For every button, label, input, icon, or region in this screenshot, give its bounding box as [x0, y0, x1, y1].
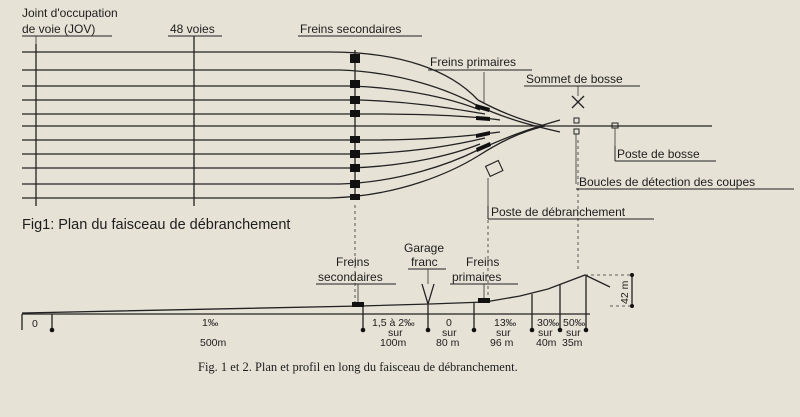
boucles-label: Boucles de détection des coupes — [579, 175, 755, 189]
garage-label-1: Garage — [404, 241, 444, 255]
profile-freins-sec-1: Freins — [336, 255, 369, 269]
secondary-brake — [350, 54, 360, 63]
profile-freins-prim-2: primaires — [452, 270, 501, 284]
segment-grade: 13‰ — [494, 317, 517, 329]
poste-bosse-label: Poste de bosse — [617, 147, 700, 161]
segment-dot — [425, 327, 431, 333]
debranchement-post-icon — [484, 159, 504, 178]
secondary-brake — [350, 136, 360, 143]
track-4 — [22, 99, 486, 115]
segment-grade: 1‰ — [202, 317, 219, 329]
freins-primaires-label: Freins primaires — [430, 55, 516, 69]
track-3 — [22, 85, 481, 111]
garage-label-2: franc — [411, 255, 438, 269]
track-8 — [22, 137, 486, 155]
segment-sur: sur — [442, 327, 457, 339]
track-9 — [22, 143, 481, 169]
figure-caption: Fig. 1 et 2. Plan et profil en long du f… — [198, 360, 518, 374]
segment-dot — [529, 327, 535, 333]
segment-sur: sur — [538, 327, 553, 339]
segment-dot — [583, 327, 589, 333]
plan-title: Fig1: Plan du faisceau de débranchement — [22, 217, 290, 233]
primary-brake — [475, 104, 490, 112]
height-label: 42 m — [619, 280, 631, 304]
segment-length: 500m — [200, 337, 227, 349]
track-2 — [22, 69, 479, 107]
track-plan — [22, 36, 712, 302]
track-1 — [22, 51, 479, 101]
height-tick — [630, 304, 634, 308]
primary-brake — [476, 142, 491, 152]
secondary-brake — [350, 150, 360, 158]
converge-upper — [477, 99, 546, 127]
garage-arrow-icon — [421, 283, 435, 307]
segment-grade: 1,5 à 2‰ — [372, 317, 415, 329]
segment-length: 40m — [536, 337, 557, 349]
track-5 — [22, 113, 501, 121]
segment-length: 96 m — [490, 337, 514, 349]
track-10 — [22, 149, 479, 185]
track-7 — [22, 131, 501, 141]
segment-grade: 30‰ — [537, 317, 560, 329]
segment-length: 80 m — [436, 337, 460, 349]
segment-grade: 50‰ — [563, 317, 586, 329]
jov-label-1: Joint d'occupation — [22, 6, 118, 20]
segment-dot — [360, 327, 366, 333]
profile-primary-brake — [478, 298, 490, 303]
segment-dot — [557, 327, 563, 333]
segment-length: 35m — [562, 337, 583, 349]
converge-lower — [477, 125, 546, 157]
segment-sur: sur — [566, 327, 581, 339]
profile: 0 1‰ 500m 1,5 à 2‰ sur 100m 0 sur 80 m 1… — [21, 241, 634, 349]
voies-label: 48 voies — [170, 22, 215, 36]
primary-brake — [476, 116, 490, 121]
segment-sur: sur — [388, 327, 403, 339]
summit-cross-icon — [571, 95, 585, 109]
secondary-brake — [350, 194, 360, 200]
profile-secondary-brake — [352, 302, 364, 307]
segment-dot — [471, 327, 477, 333]
freins-secondaires-label: Freins secondaires — [300, 22, 401, 36]
secondary-brake — [350, 110, 360, 117]
profile-freins-prim-1: Freins — [466, 255, 499, 269]
height-tick — [630, 273, 634, 277]
plan-labels: Joint d'occupation de voie (JOV) 48 voie… — [22, 6, 794, 233]
secondary-brake — [350, 80, 360, 88]
poste-debranchement-label: Poste de débranchement — [491, 205, 626, 219]
track-11 — [22, 155, 479, 199]
detection-loop-icon — [573, 117, 580, 124]
segment-grade: 0 — [32, 318, 38, 330]
sommet-label: Sommet de bosse — [526, 72, 623, 86]
profile-freins-sec-2: secondaires — [318, 270, 383, 284]
segment-length: 100m — [380, 337, 407, 349]
segment-grade: 0 — [446, 317, 452, 329]
primary-brake — [476, 131, 490, 138]
jov-label-2: de voie (JOV) — [22, 22, 95, 36]
secondary-brake — [350, 96, 360, 104]
detection-loop-icon — [573, 128, 580, 135]
secondary-brake — [350, 164, 360, 172]
segment-sur: sur — [496, 327, 511, 339]
segment-dot — [49, 327, 55, 333]
profile-curve — [21, 274, 611, 314]
secondary-brake — [350, 180, 360, 188]
